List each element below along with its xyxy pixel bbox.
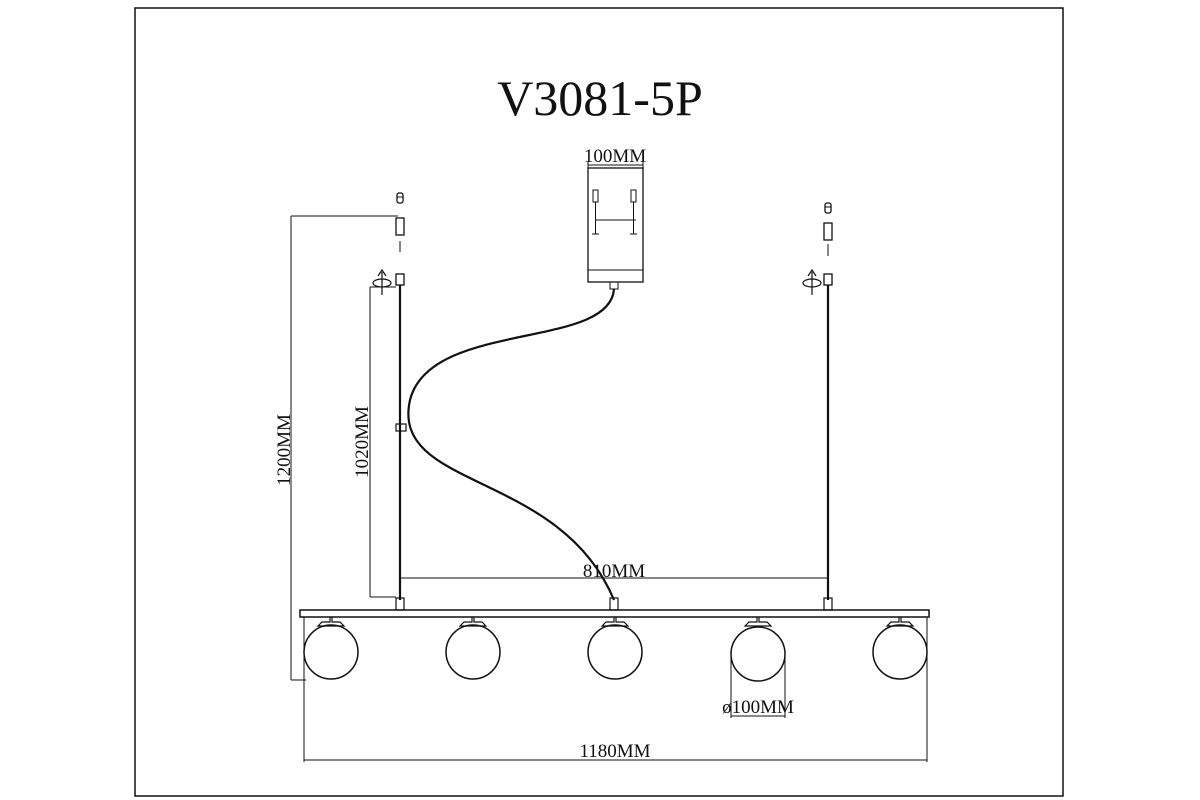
- left-rotate-arrow-icon: [372, 268, 392, 295]
- rod-height-dimension: [369, 286, 396, 598]
- globe-3: [587, 617, 643, 680]
- right-rotate-arrow-icon: [802, 268, 822, 295]
- globe-1: [303, 617, 359, 680]
- canopy-width-label: 100MM: [584, 146, 646, 167]
- rod-height-label: 1020MM: [352, 406, 373, 478]
- ceiling-canopy: [587, 167, 644, 290]
- globe-4: [730, 617, 786, 682]
- globe-diameter-label: ø100MM: [722, 697, 794, 718]
- left-screw-icon: [395, 192, 405, 252]
- globe-5: [872, 617, 928, 680]
- right-suspension: [823, 202, 833, 611]
- fixture-bar: [299, 609, 930, 618]
- canopy-screw-left-icon: [592, 189, 599, 235]
- product-title: V3081-5P: [497, 70, 703, 126]
- total-length-dimension: [303, 617, 928, 762]
- globe-diameter-dimension: [730, 658, 786, 718]
- canopy-width-dimension: [587, 162, 644, 168]
- left-suspension: [395, 192, 407, 611]
- suspension-spacing-label: 810MM: [583, 561, 645, 582]
- globe-2: [445, 617, 501, 680]
- drawing-frame: [134, 7, 1064, 797]
- canopy-screw-right-icon: [630, 189, 637, 235]
- total-length-label: 1180MM: [579, 741, 650, 762]
- right-screw-icon: [823, 202, 833, 256]
- total-height-label: 1200MM: [274, 414, 295, 486]
- power-cable: [407, 288, 616, 601]
